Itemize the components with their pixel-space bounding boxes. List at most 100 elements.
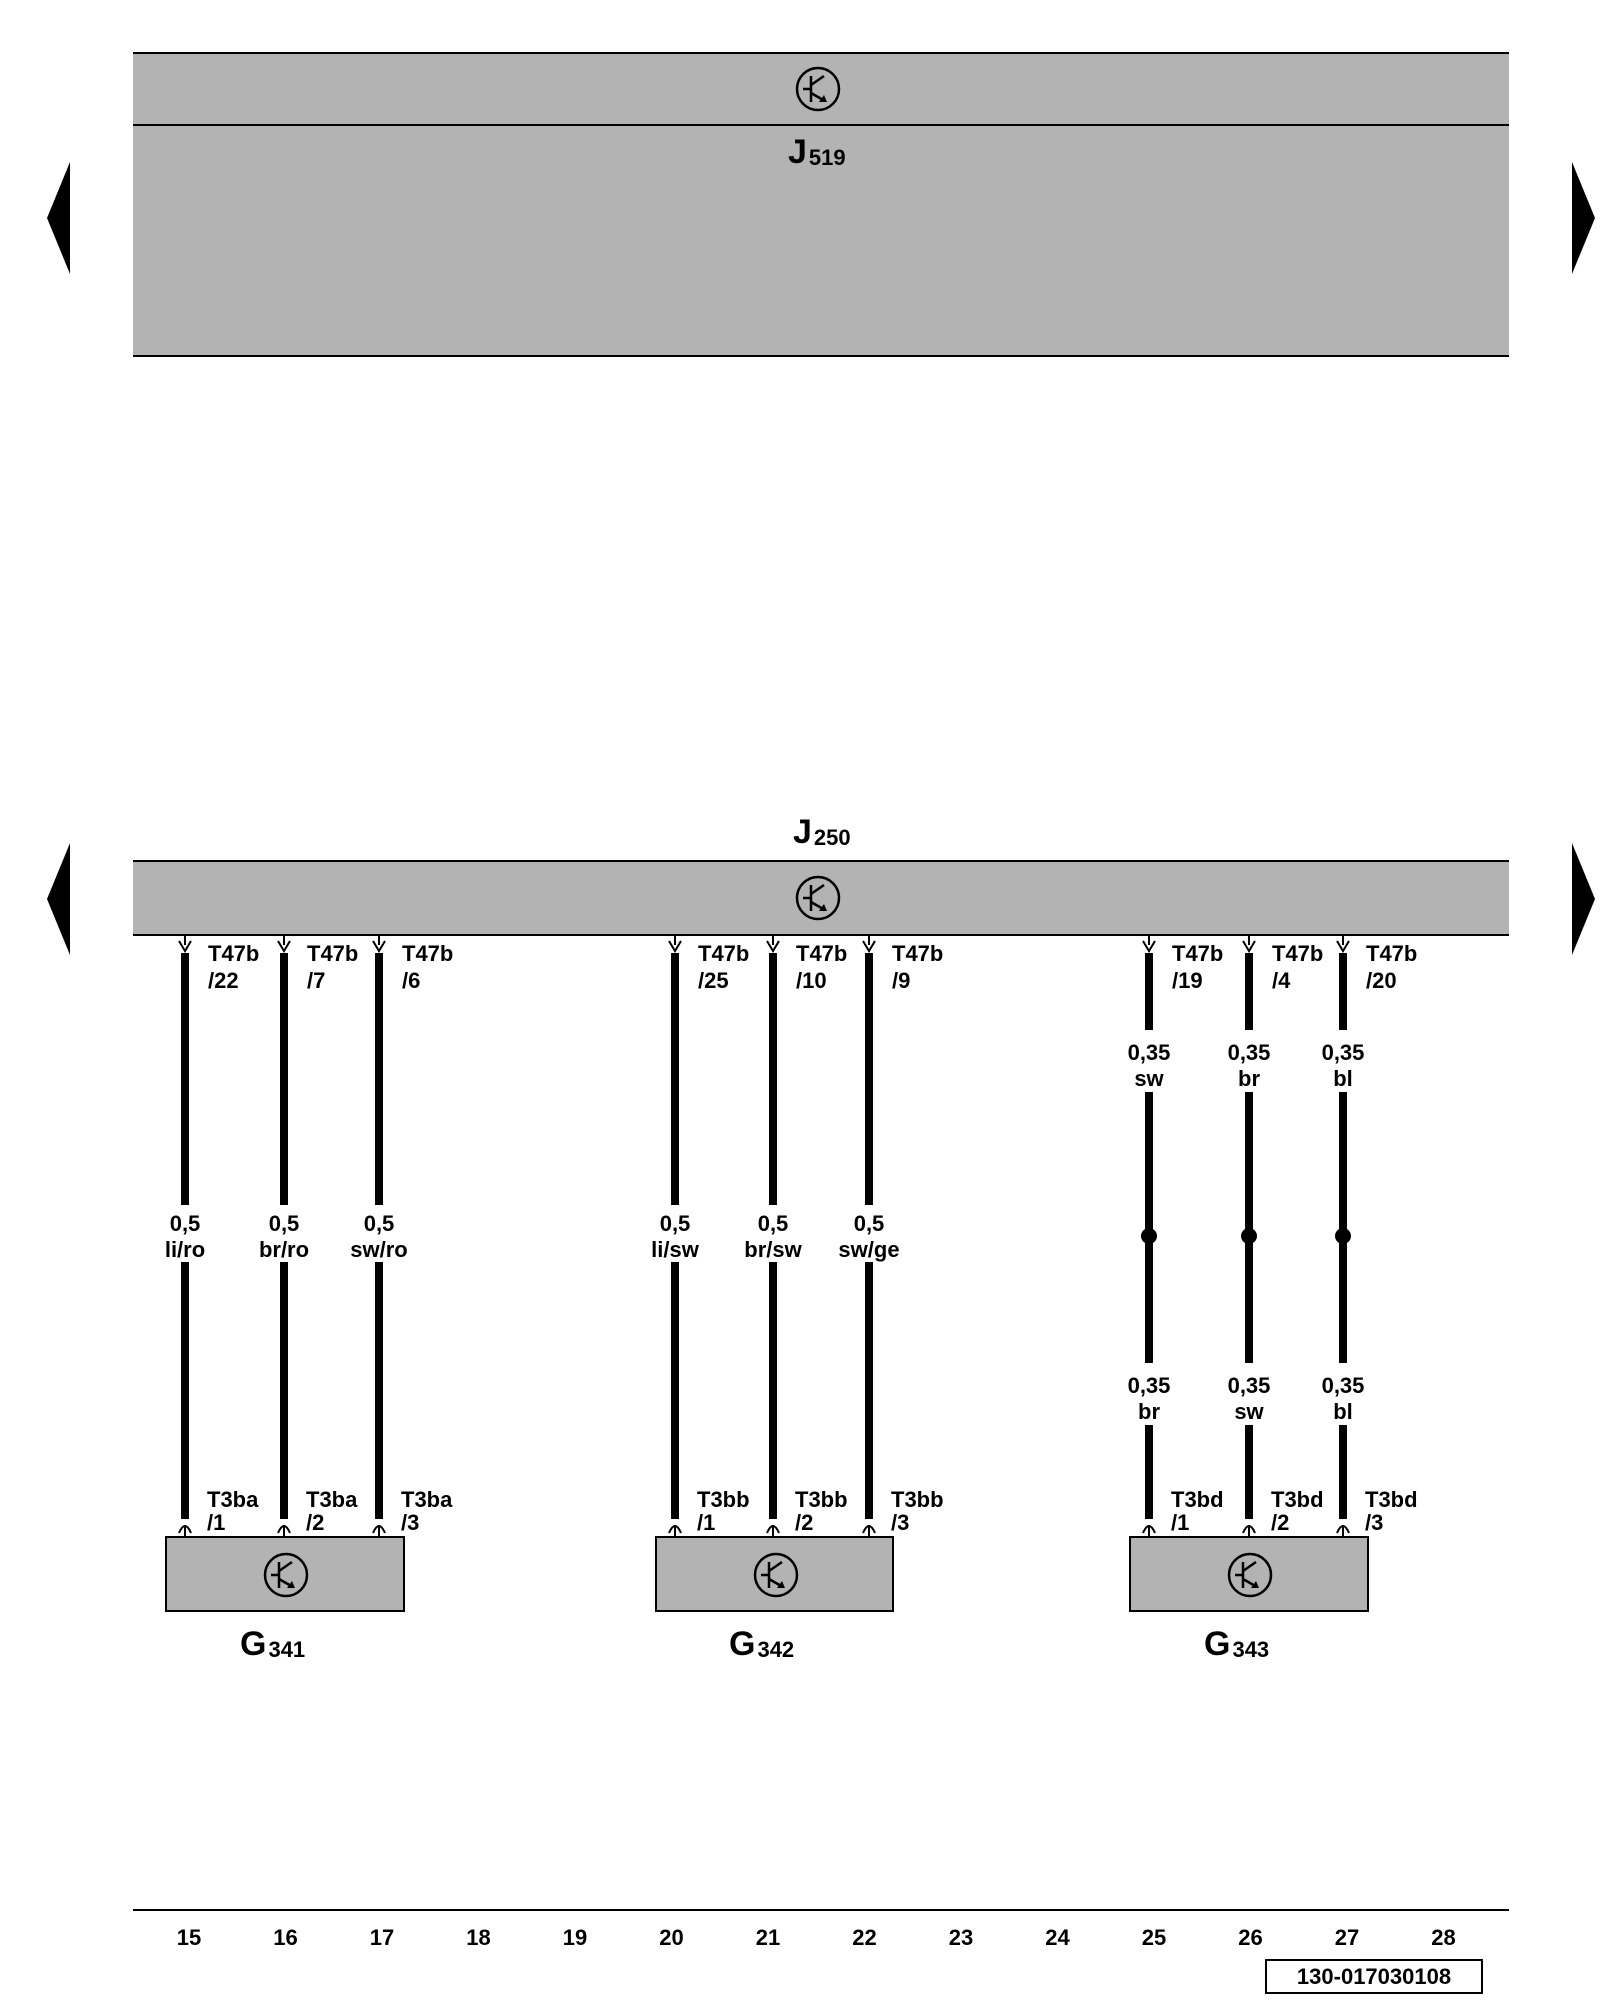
bottom-connector-label: T3bd — [1365, 1487, 1418, 1512]
top-pin-label: /20 — [1366, 968, 1397, 993]
column-number: 21 — [756, 1925, 780, 1950]
top-connector-label: T47b — [1366, 941, 1417, 966]
next-page-arrow-top[interactable] — [1572, 162, 1595, 274]
bottom-connector-label: T3bb — [697, 1487, 750, 1512]
sensor-g343: G343 — [1129, 1536, 1369, 1663]
bottom-pin-label: /3 — [1365, 1510, 1383, 1535]
pin-marker — [1242, 940, 1256, 953]
column-number: 18 — [466, 1925, 490, 1950]
bottom-connector-label: T3ba — [401, 1487, 453, 1512]
top-pin-label: /25 — [698, 968, 729, 993]
wire-color: br — [1238, 1066, 1260, 1091]
prev-page-arrow-top[interactable] — [47, 162, 70, 274]
top-pin-label: /7 — [307, 968, 325, 993]
bottom-pin-label: /1 — [697, 1510, 715, 1535]
bottom-pin-label: /3 — [401, 1510, 419, 1535]
bottom-connector-label: T3bb — [891, 1487, 944, 1512]
wires: T47b/220,5li/roT3ba/1T47b/70,5br/roT3ba/… — [165, 935, 1418, 1543]
pin-marker — [668, 940, 682, 953]
g343-label: G343 — [1204, 1625, 1269, 1663]
wire-color: sw/ge — [838, 1237, 899, 1262]
bottom-connector-label: T3ba — [207, 1487, 259, 1512]
pin-marker — [1142, 940, 1156, 953]
splice-point — [1141, 1228, 1157, 1244]
top-connector-label: T47b — [796, 941, 847, 966]
wire-cross-section: 0,35 — [1322, 1040, 1365, 1065]
doc-number-box — [1265, 1959, 1483, 1994]
j250-label: J250 — [793, 813, 851, 851]
pin-marker — [178, 940, 192, 953]
bottom-connector-label: T3bb — [795, 1487, 848, 1512]
wire-cross-section: 0,35 — [1228, 1373, 1271, 1398]
wire-cross-section: 0,35 — [1128, 1040, 1171, 1065]
column-number: 16 — [273, 1925, 297, 1950]
pin-marker — [277, 940, 291, 953]
top-pin-label: /10 — [796, 968, 827, 993]
column-number: 26 — [1238, 1925, 1262, 1950]
sensor-g341: G341 — [165, 1536, 405, 1663]
bottom-pin-label: /2 — [1271, 1510, 1289, 1535]
wire-cross-section: 0,5 — [364, 1211, 395, 1236]
wire-color: sw — [1134, 1066, 1164, 1091]
column-number: 22 — [852, 1925, 876, 1950]
wire-color: bl — [1333, 1399, 1353, 1424]
next-page-arrow-bottom[interactable] — [1572, 843, 1595, 955]
top-pin-label: /4 — [1272, 968, 1291, 993]
wire-color: li/ro — [165, 1237, 205, 1262]
column-number: 24 — [1045, 1925, 1070, 1950]
pin-marker — [1336, 940, 1350, 953]
wire-cross-section: 0,35 — [1322, 1373, 1365, 1398]
splice-point — [1241, 1228, 1257, 1244]
j519-label: J519 — [788, 133, 846, 171]
column-number: 15 — [177, 1925, 201, 1950]
sensor-g342: G342 — [655, 1536, 894, 1663]
bottom-pin-label: /1 — [1171, 1510, 1189, 1535]
wire-color: br/sw — [744, 1237, 802, 1262]
top-pin-label: /6 — [402, 968, 420, 993]
bottom-connector-label: T3bd — [1271, 1487, 1324, 1512]
top-connector-label: T47b — [307, 941, 358, 966]
wire-cross-section: 0,35 — [1228, 1040, 1271, 1065]
control-unit-j250: J250 — [133, 813, 1509, 936]
wire-color: bl — [1333, 1066, 1353, 1091]
wire-color: br — [1138, 1399, 1160, 1424]
top-pin-label: /22 — [208, 968, 239, 993]
wire-color: sw/ro — [350, 1237, 407, 1262]
pin-marker — [862, 940, 876, 953]
splice-point — [1335, 1228, 1351, 1244]
bottom-connector-label: T3ba — [306, 1487, 358, 1512]
top-connector-label: T47b — [1172, 941, 1223, 966]
wire-cross-section: 0,5 — [269, 1211, 300, 1236]
top-connector-label: T47b — [892, 941, 943, 966]
wire-cross-section: 0,5 — [758, 1211, 789, 1236]
column-number: 19 — [563, 1925, 587, 1950]
top-pin-label: /19 — [1172, 968, 1203, 993]
prev-page-arrow-bottom[interactable] — [47, 843, 70, 955]
column-number: 20 — [659, 1925, 683, 1950]
bottom-pin-label: /2 — [306, 1510, 324, 1535]
column-number: 28 — [1431, 1925, 1455, 1950]
top-connector-label: T47b — [402, 941, 453, 966]
bottom-pin-label: /3 — [891, 1510, 909, 1535]
control-unit-j519: J519 — [133, 52, 1509, 357]
doc-number: 130-017030108 — [1297, 1964, 1451, 1989]
g342-label: G342 — [729, 1625, 794, 1663]
column-number: 23 — [949, 1925, 973, 1950]
column-number: 25 — [1142, 1925, 1166, 1950]
top-connector-label: T47b — [208, 941, 259, 966]
wire-cross-section: 0,5 — [660, 1211, 691, 1236]
wire-cross-section: 0,5 — [854, 1211, 885, 1236]
pin-marker — [372, 940, 386, 953]
wire-color: br/ro — [259, 1237, 309, 1262]
bottom-connector-label: T3bd — [1171, 1487, 1224, 1512]
top-connector-label: T47b — [698, 941, 749, 966]
wire-cross-section: 0,35 — [1128, 1373, 1171, 1398]
top-connector-label: T47b — [1272, 941, 1323, 966]
g341-label: G341 — [240, 1625, 305, 1663]
wire-color: sw — [1234, 1399, 1264, 1424]
bottom-pin-label: /2 — [795, 1510, 813, 1535]
column-number: 17 — [370, 1925, 394, 1950]
wire-cross-section: 0,5 — [170, 1211, 201, 1236]
